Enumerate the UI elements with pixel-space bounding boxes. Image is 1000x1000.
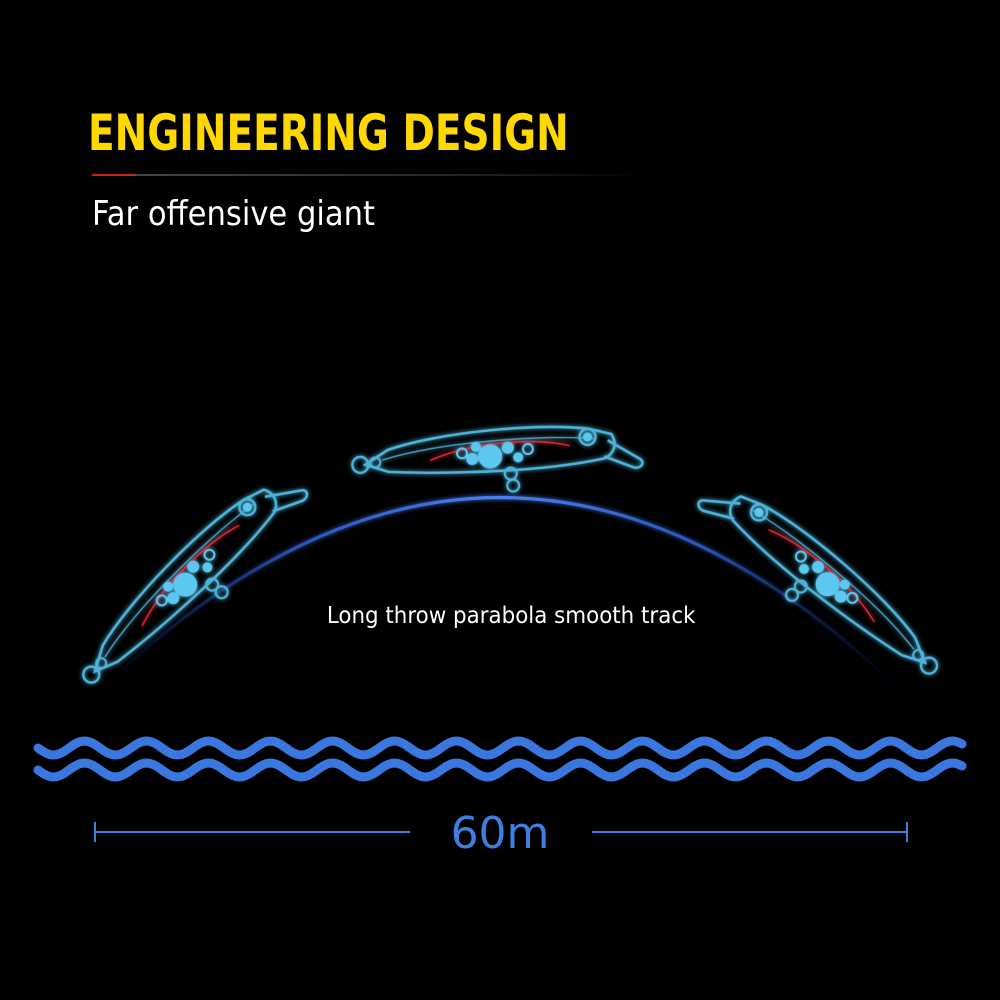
fishing-lure-icon [349,422,645,499]
page-title: ENGINEERING DESIGN [88,104,569,162]
title-divider [92,174,652,176]
fishing-lure-icon [683,469,956,698]
wave-icon [33,736,967,782]
page-subtitle: Far offensive giant [92,194,376,234]
distance-label: 60m [450,808,550,859]
fishing-lure-icon [62,461,324,706]
distance-measure [94,822,908,842]
track-label: Long throw parabola smooth track [326,603,696,629]
